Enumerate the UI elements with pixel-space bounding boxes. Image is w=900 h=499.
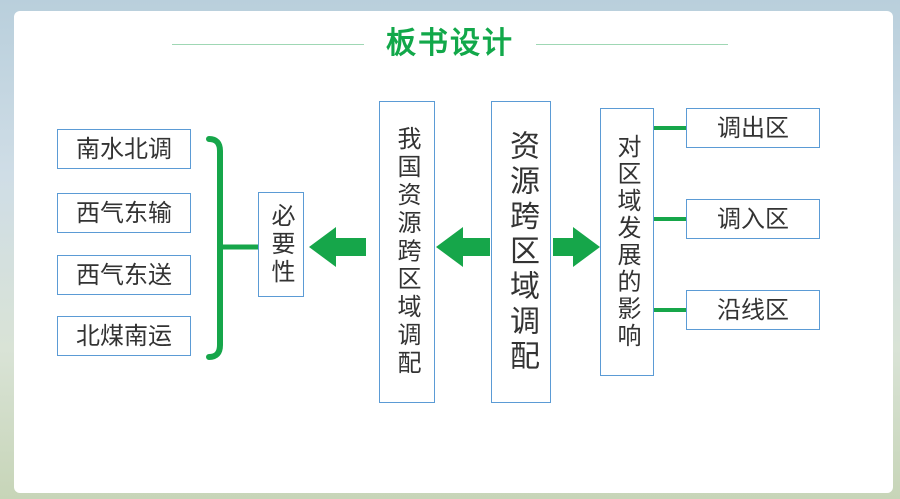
item-west-east-gas: 西气东输 <box>57 193 191 233</box>
national-allocation-box: 我国资源跨区域调配 <box>379 101 435 403</box>
item-north-south-coal: 北煤南运 <box>57 316 191 356</box>
regional-impact-box: 对区域发展的影响 <box>600 108 654 376</box>
slide-title: 板书设计 <box>386 26 514 61</box>
right-arrow <box>553 227 600 267</box>
item-export-region: 调出区 <box>686 108 820 148</box>
item-corridor-region: 沿线区 <box>686 290 820 330</box>
item-south-north-water: 南水北调 <box>57 129 191 169</box>
resource-allocation-box: 资源跨区域调配 <box>491 101 551 403</box>
title-rule-right <box>536 44 728 45</box>
title-rule-left <box>172 44 364 45</box>
necessity-box: 必要性 <box>258 192 304 297</box>
left-arrow-1 <box>309 227 366 267</box>
item-west-east-gas-2: 西气东送 <box>57 255 191 295</box>
grouping-bracket <box>206 136 223 360</box>
left-arrow-2 <box>436 227 490 267</box>
item-import-region: 调入区 <box>686 199 820 239</box>
